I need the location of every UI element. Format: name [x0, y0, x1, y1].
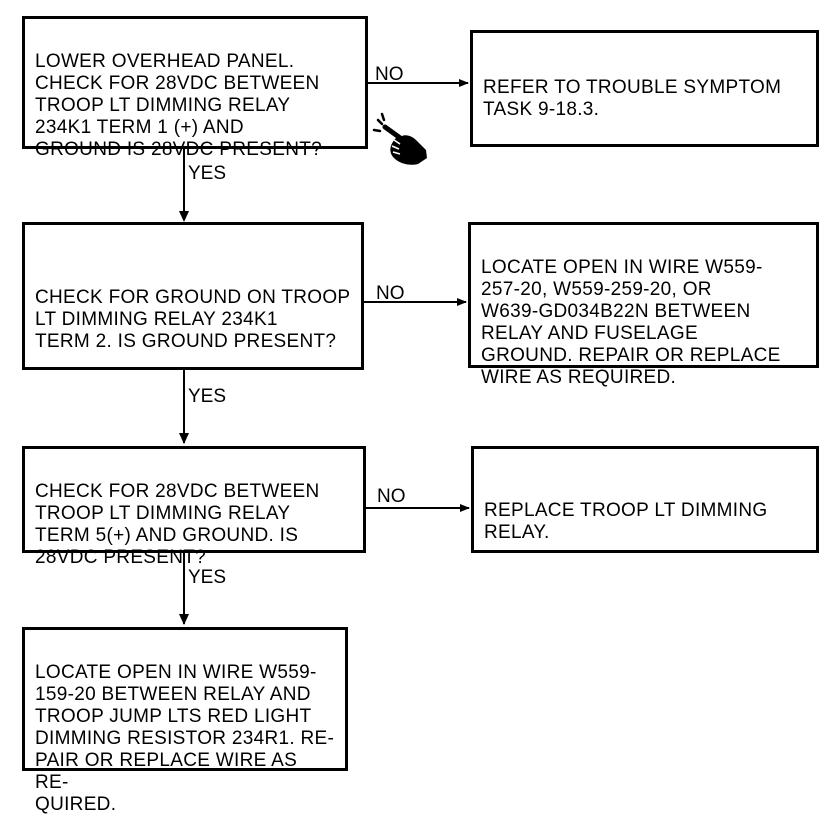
step1-yes-arrowhead — [179, 211, 189, 222]
step2-question-text: CHECK FOR GROUND ON TROOP LT DIMMING REL… — [35, 287, 351, 352]
step3-question-box: CHECK FOR 28VDC BETWEEN TROOP LT DIMMING… — [22, 446, 366, 568]
step3-no-action-box: REPLACE TROOP LT DIMMING RELAY. — [471, 446, 819, 553]
step2-question-box: CHECK FOR GROUND ON TROOP LT DIMMING REL… — [22, 222, 364, 370]
step2-no-label: NO — [376, 283, 405, 304]
connector-lines — [179, 79, 470, 625]
final-action-box: LOCATE OPEN IN WIRE W559- 159-20 BETWEEN… — [22, 627, 348, 815]
step2-yes-label: YES — [188, 386, 227, 407]
step2-no-action-box: LOCATE OPEN IN WIRE W559- 257-20, W559-2… — [468, 222, 819, 388]
step3-no-label: NO — [377, 486, 406, 507]
step1-question-box: LOWER OVERHEAD PANEL. CHECK FOR 28VDC BE… — [22, 16, 368, 160]
troubleshooting-flowchart: LOWER OVERHEAD PANEL. CHECK FOR 28VDC BE… — [22, 16, 819, 815]
step1-question-text: LOWER OVERHEAD PANEL. CHECK FOR 28VDC BE… — [35, 51, 322, 160]
step1-no-action-box: REFER TO TROUBLE SYMPTOM TASK 9-18.3. — [470, 30, 819, 147]
step3-question-text: CHECK FOR 28VDC BETWEEN TROOP LT DIMMING… — [35, 481, 320, 568]
final-action-text: LOCATE OPEN IN WIRE W559- 159-20 BETWEEN… — [35, 662, 335, 815]
step1-no-action-text: REFER TO TROUBLE SYMPTOM TASK 9-18.3. — [483, 77, 782, 120]
step3-yes-label: YES — [188, 567, 227, 588]
step2-no-action-text: LOCATE OPEN IN WIRE W559- 257-20, W559-2… — [481, 257, 781, 388]
step1-no-label: NO — [375, 64, 404, 85]
step1-yes-label: YES — [188, 163, 227, 184]
pointing-hand-icon — [372, 112, 427, 165]
step3-yes-arrowhead — [179, 614, 189, 625]
step3-no-action-text: REPLACE TROOP LT DIMMING RELAY. — [484, 500, 768, 543]
step2-yes-arrowhead — [179, 433, 189, 444]
